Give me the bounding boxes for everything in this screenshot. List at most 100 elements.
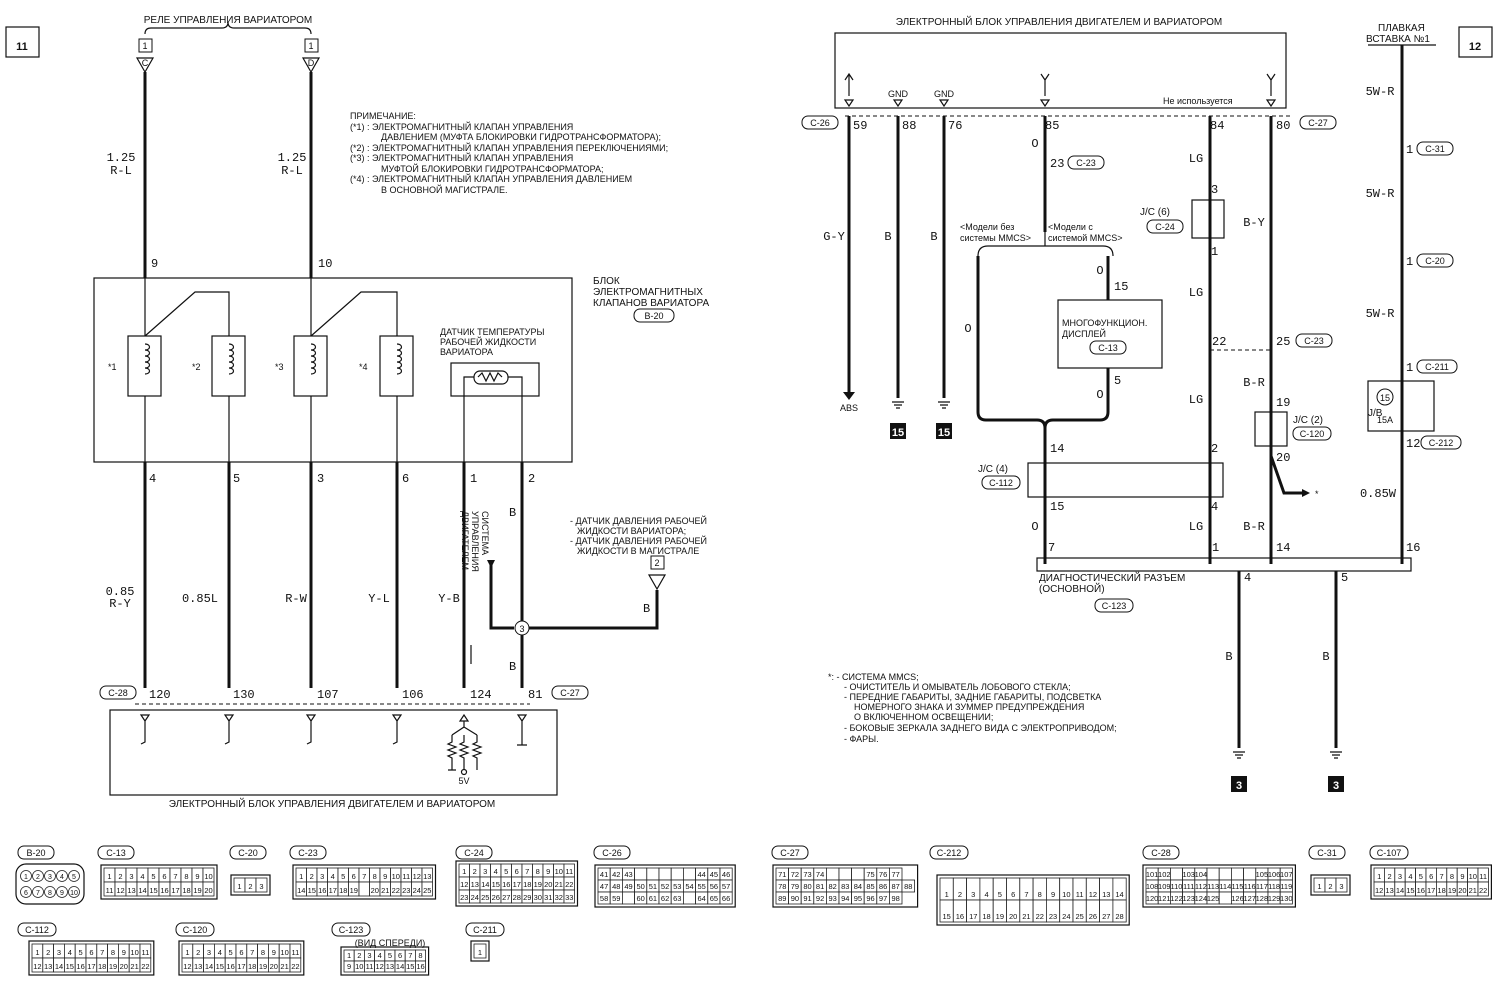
pin-number: 81 <box>816 882 824 891</box>
pin-number: 115 <box>1232 882 1244 891</box>
ground-15-label: 15 <box>938 427 950 439</box>
conn-tag-label: C-20 <box>238 848 258 858</box>
pin-number: 74 <box>816 870 824 879</box>
pin-number: 6 <box>398 951 402 960</box>
pin-number: 94 <box>841 894 849 903</box>
wire-color: 5W-R <box>1366 307 1395 321</box>
wire-color: G-Y <box>823 230 845 244</box>
arrow-icon <box>487 560 495 568</box>
wire-color: B <box>1225 650 1232 664</box>
pin-number: 93 <box>829 894 837 903</box>
pin-25: 25 <box>1276 335 1290 349</box>
svg-text:ДВИГАТЕЛЕМ: ДВИГАТЕЛЕМ <box>460 511 470 570</box>
pin-10: 10 <box>318 257 332 271</box>
pin-number: 87 <box>892 882 900 891</box>
pin-number: 13 <box>386 962 394 971</box>
pin-number: 32 <box>555 893 563 902</box>
pin-number: 22 <box>291 962 299 971</box>
pin-number: 15 <box>216 962 224 971</box>
pin-number: 18 <box>248 962 256 971</box>
conn-tag-label: C-24 <box>464 848 484 858</box>
conn-c27-tag <box>1299 115 1337 130</box>
conn-tag-label: B-20 <box>26 848 45 858</box>
diag-label: ДИАГНОСТИЧЕСКИЙ РАЗЪЕМ <box>1039 571 1185 584</box>
conn-tag-label: C-123 <box>339 925 364 935</box>
pin-number: 5 <box>151 872 155 881</box>
relay-conn-b <box>304 38 319 53</box>
pin-number: 84 <box>854 882 862 891</box>
pressure-conn-label: 2 <box>654 558 659 568</box>
temp-sensor: ДАТЧИК ТЕМПЕРАТУРЫ РАБОЧЕЙ ЖИДКОСТИ ВАРИ… <box>440 327 544 462</box>
pin-number: 18 <box>1437 886 1445 895</box>
fuse-title: ВСТАВКА №1 <box>1366 34 1430 45</box>
conn-c20-tag <box>1416 253 1454 268</box>
note-line: ПРИМЕЧАНИЕ: <box>350 111 416 121</box>
pin-number: 97 <box>879 894 887 903</box>
pin-number: 46 <box>722 870 730 879</box>
ground-3-label: 3 <box>1333 780 1339 792</box>
valve-4-label: *4 <box>359 362 368 372</box>
jc6-label: J/C (6) <box>1140 207 1170 218</box>
wire-color: O <box>964 322 971 336</box>
pin-number: 10 <box>355 962 363 971</box>
pin-number: 12 <box>1089 890 1097 899</box>
note-line: (*2) : ЭЛЕКТРОМАГНИТНЫЙ КЛАПАН УПРАВЛЕНИ… <box>350 142 668 153</box>
pin-number: 51 <box>649 882 657 891</box>
pin-number: 13 <box>423 872 431 881</box>
pin-number: 3 <box>48 874 52 881</box>
pin-number: 78 <box>778 882 786 891</box>
wire-color: B-R <box>1243 376 1265 390</box>
pin-number: 4 <box>60 874 64 881</box>
sheet-number: 12 <box>1469 41 1481 53</box>
note-line: (*3) : ЭЛЕКТРОМАГНИТНЫЙ КЛАПАН УПРАВЛЕНИ… <box>350 152 573 163</box>
pin-number: 17 <box>87 962 95 971</box>
pin-number: 14 <box>1396 886 1404 895</box>
wire-color: B-Y <box>1243 216 1265 230</box>
ecu-right-box <box>834 32 1287 109</box>
pin-number: 75 <box>866 870 874 879</box>
pin-number: 13 <box>127 886 135 895</box>
pin-23: 23 <box>1050 157 1064 171</box>
pin-number: 5 <box>79 948 83 957</box>
pin-number: 15 <box>406 962 414 971</box>
wire-color: O <box>1031 520 1038 534</box>
pin-number: 19 <box>193 886 201 895</box>
pressure-conn-arrow <box>647 574 667 591</box>
jc2-box <box>1254 411 1288 447</box>
pin-20: 20 <box>1276 451 1290 465</box>
wire-no-mmcs <box>976 256 1047 429</box>
pin-number: 25 <box>481 893 489 902</box>
relay-title: РЕЛЕ УПРАВЛЕНИЯ ВАРИАТОРОМ <box>144 15 313 26</box>
note-line: В ОСНОВНОЙ МАГИСТРАЛЕ. <box>381 184 508 195</box>
conn-tag <box>17 845 55 860</box>
pin-number: 127 <box>1243 894 1256 903</box>
conn-tag-label: C-13 <box>106 848 126 858</box>
pressure-label: ЖИДКОСТИ В МАГИСТРАЛЕ <box>577 546 699 556</box>
jc6-box <box>1191 199 1225 239</box>
valve-block <box>93 277 573 463</box>
pin-number: 12 <box>116 886 124 895</box>
ground-15-badge <box>936 423 952 439</box>
svg-text:О ВКЛЮЧЕННОМ ОСВЕЩЕНИИ;: О ВКЛЮЧЕННОМ ОСВЕЩЕНИИ; <box>854 712 993 722</box>
pin-number: 7 <box>36 890 40 897</box>
pin-number: 15 <box>66 962 74 971</box>
conn-c212-label: C-212 <box>1429 438 1454 448</box>
wire-branch <box>1269 455 1302 495</box>
pin-number: 5 <box>388 951 392 960</box>
ecu-pin: 81 <box>528 688 542 702</box>
pin-number: 2 <box>473 867 477 876</box>
abs-arrow <box>843 392 855 400</box>
relay-conn-a-label: 1 <box>142 41 147 51</box>
pin-1: 1 <box>1406 361 1413 375</box>
conn-c24-label: C-24 <box>1155 222 1175 232</box>
pin-number: 1 <box>24 874 28 881</box>
vertical-label: СИСТЕМА УПРАВЛЕНИЯ ДВИГАТЕЛЕМ <box>460 511 490 572</box>
pin-number: 22 <box>565 880 573 889</box>
pin-1: 1 <box>1406 255 1413 269</box>
pin-number: 41 <box>600 870 608 879</box>
